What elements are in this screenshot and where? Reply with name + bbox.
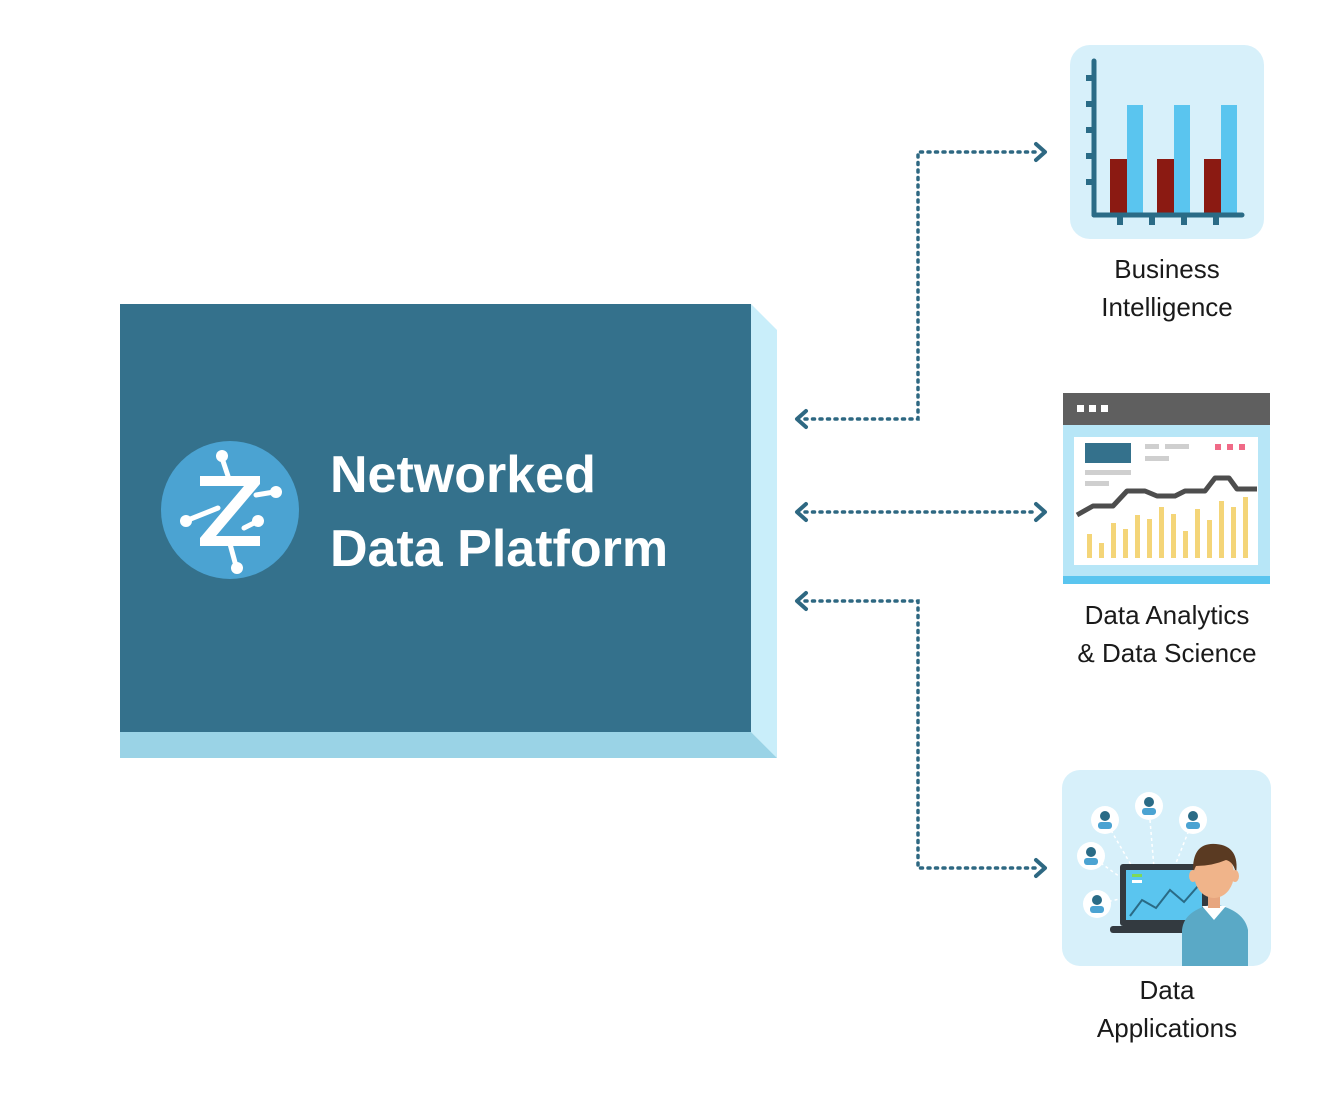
node-label-data-applications: Data Applications: [1067, 971, 1267, 1047]
node-label-line2: & Data Science: [1077, 638, 1257, 668]
arrowhead-right-1: [1034, 142, 1047, 162]
z-network-logo-icon: [161, 441, 299, 579]
analytics-dashboard-icon: [1063, 393, 1270, 584]
node-label-business-intelligence: Business Intelligence: [1067, 250, 1267, 326]
node-label-line1: Data: [1139, 975, 1195, 1005]
arrowhead-left-1: [795, 409, 808, 429]
user-laptop-network-icon: [1062, 770, 1271, 966]
node-label-data-analytics: Data Analytics & Data Science: [1047, 596, 1287, 672]
platform-title: Networked Data Platform: [330, 438, 668, 586]
user-avatar-nodes: [1077, 792, 1207, 918]
node-label-line1: Data Analytics: [1084, 600, 1250, 630]
node-label-line2: Applications: [1096, 1013, 1238, 1043]
arrowhead-left-2: [795, 502, 808, 522]
platform-bottom-face: [120, 732, 777, 758]
node-label-line2: Intelligence: [1101, 292, 1233, 322]
arrowhead-left-3: [795, 591, 808, 611]
platform-side-face: [751, 304, 777, 758]
arrowhead-right-3: [1034, 858, 1047, 878]
platform-title-line1: Networked: [330, 446, 596, 504]
node-label-line1: Business: [1114, 254, 1220, 284]
bar-chart-icon: [1070, 45, 1264, 239]
connector-business-intelligence: [803, 150, 1039, 421]
arrowhead-right-2: [1034, 502, 1047, 522]
platform-title-line2: Data Platform: [330, 520, 669, 578]
connector-data-applications: [803, 599, 1039, 870]
